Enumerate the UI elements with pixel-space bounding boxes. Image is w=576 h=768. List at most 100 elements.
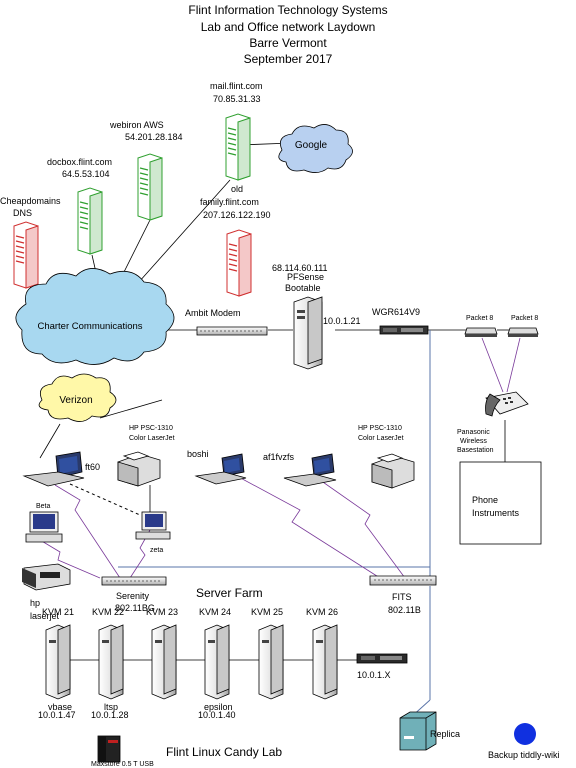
docbox-ip: 64.5.53.104 [62, 169, 110, 179]
laptop-icon [283, 453, 337, 487]
server-tower-icon[interactable] [98, 624, 124, 700]
server-tower-icon[interactable] [204, 624, 230, 700]
cloud-verizon[interactable]: Verizon [38, 373, 117, 422]
printer-right-line-1: HP PSC-1310 [358, 425, 402, 432]
switch-icon [101, 576, 167, 586]
kvm-22-label: KVM 22 [92, 607, 124, 617]
modem-label: Ambit Modem [185, 308, 241, 318]
panasonic-phone[interactable]: Panasonic Wireless Basestation [457, 391, 529, 454]
printer-hp-laserjet[interactable]: hp laserjet [22, 563, 71, 621]
pfsense-public-ip: 68.114.60.111 [272, 263, 328, 273]
diagram-title: Flint Information Technology Systems Lab… [188, 3, 387, 66]
phone-instruments-box[interactable]: Phone Instruments [459, 461, 542, 545]
backup-tiddlywiki[interactable]: Backup tiddly-wiki [488, 723, 560, 760]
server-docbox[interactable]: docbox.flint.com 64.5.53.104 [47, 157, 112, 255]
server-tower-icon [293, 296, 323, 370]
verizon-label: Verizon [59, 395, 92, 406]
server-family[interactable]: old family.flint.com 207.126.122.190 [200, 184, 271, 297]
pfsense-lan-ip: 10.0.1.21 [323, 316, 361, 326]
epsilon-ip: 10.0.1.40 [198, 710, 236, 720]
server-farm-label: Server Farm [196, 586, 263, 600]
pfsense-firewall[interactable]: 68.114.60.111 PFSense Bootable 10.0.1.21 [272, 263, 361, 370]
vbase-label: vbase [48, 702, 72, 712]
serenity-standard: 802.11BG [115, 603, 155, 613]
server-tower-icon[interactable] [151, 624, 177, 700]
laptop-ft60[interactable]: ft60 [22, 451, 100, 487]
access-point-serenity[interactable]: Serenity 802.11BG [101, 576, 167, 613]
modem-icon [196, 326, 268, 336]
vbase-ip: 10.0.1.47 [38, 710, 76, 720]
kvm-24-label: KVM 24 [199, 607, 231, 617]
server-tower-icon [137, 153, 163, 221]
phone-box-line-1: Phone [472, 495, 498, 505]
server-tower-icon [77, 187, 103, 255]
printer-right-line-2: Color LaserJet [358, 435, 404, 442]
wgr-router[interactable]: WGR614V9 [372, 307, 429, 335]
phone-icon [485, 391, 529, 417]
switch-icon [369, 575, 437, 586]
mail-label: mail.flint.com [210, 81, 263, 91]
printer-icon [22, 563, 71, 591]
farm-host-labels: vbase 10.0.1.47 ltsp 10.0.1.28 epsilon 1… [38, 702, 236, 720]
serenity-label: Serenity [116, 591, 150, 601]
title-line-1: Flint Information Technology Systems [188, 3, 387, 17]
server-tower-icon[interactable] [312, 624, 338, 700]
phone-box-line-2: Instruments [472, 508, 520, 518]
family-old-label: old [231, 184, 243, 194]
server-webiron[interactable]: webiron AWS 54.201.28.184 [109, 120, 183, 221]
server-mail[interactable]: mail.flint.com 70.85.31.33 [210, 81, 263, 181]
laserjet-line-2: laserjet [30, 611, 60, 621]
epsilon-label: epsilon [204, 702, 233, 712]
google-label: Google [295, 140, 328, 151]
printer-hp-left[interactable]: HP PSC-1310 Color LaserJet [117, 425, 175, 487]
server-tower-icon[interactable] [45, 624, 71, 700]
cloud-google[interactable]: Google [278, 124, 353, 173]
kvm-labels: KVM 21 KVM 22 KVM 23 KVM 24 KVM 25 KVM 2… [42, 607, 338, 617]
ambit-modem[interactable]: Ambit Modem [185, 308, 268, 336]
server-box-icon [399, 711, 437, 751]
maxstore-drive[interactable]: Maxstore 0.5 T USB [91, 735, 154, 768]
adapter-icon [507, 327, 539, 337]
family-ip: 207.126.122.190 [203, 210, 271, 220]
server-tower-icon [13, 221, 39, 289]
docbox-label: docbox.flint.com [47, 157, 112, 167]
webiron-ip: 54.201.28.184 [125, 132, 183, 142]
replica-server[interactable]: Replica [399, 711, 460, 751]
printer-left-line-1: HP PSC-1310 [129, 425, 173, 432]
backup-dot-icon [514, 723, 536, 745]
server-tower-icon [226, 229, 252, 297]
kvm-21-label: KVM 21 [42, 607, 74, 617]
desktop-computer-icon [135, 511, 171, 540]
laptop-af1fvzfs[interactable]: af1fvzfs [263, 452, 337, 487]
server-tower-icon[interactable] [258, 624, 284, 700]
workstation-zeta[interactable]: zeta [135, 511, 171, 554]
pfsense-name: PFSense [287, 272, 324, 282]
title-line-4: September 2017 [244, 52, 333, 66]
phone-line-2: Wireless [460, 438, 487, 445]
beta-label: Beta [36, 503, 51, 510]
phone-line-1: Panasonic [457, 429, 490, 436]
ltsp-label: ltsp [104, 702, 118, 712]
workstation-beta[interactable]: Beta [25, 503, 63, 543]
maxstore-label: Maxstore 0.5 T USB [91, 761, 154, 768]
server-cheapdomains[interactable]: Cheapdomains DNS [0, 196, 61, 289]
wgr-label: WGR614V9 [372, 307, 420, 317]
access-point-fits[interactable]: FITS 802.11B [369, 575, 437, 615]
server-farm-racks [45, 624, 338, 700]
kvm-23-label: KVM 23 [146, 607, 178, 617]
printer-icon [371, 453, 415, 489]
printer-hp-right[interactable]: HP PSC-1310 Color LaserJet [358, 425, 415, 489]
boshi-label: boshi [187, 449, 209, 459]
phone-line-3: Basestation [457, 447, 494, 454]
cloud-charter[interactable]: Charter Communications [15, 268, 175, 365]
printer-icon [117, 451, 161, 487]
packet8-device-1[interactable]: Packet 8 [464, 315, 498, 337]
lab-switch[interactable]: 10.0.1.X [356, 653, 408, 680]
cheapdomains-sub-label: DNS [13, 208, 32, 218]
phone-box-frame [459, 461, 542, 545]
packet8-device-2[interactable]: Packet 8 [507, 315, 539, 337]
laptop-boshi[interactable]: boshi [187, 449, 247, 485]
cheapdomains-label: Cheapdomains [0, 196, 61, 206]
title-line-3: Barre Vermont [249, 36, 327, 50]
laptop-icon [194, 453, 247, 485]
